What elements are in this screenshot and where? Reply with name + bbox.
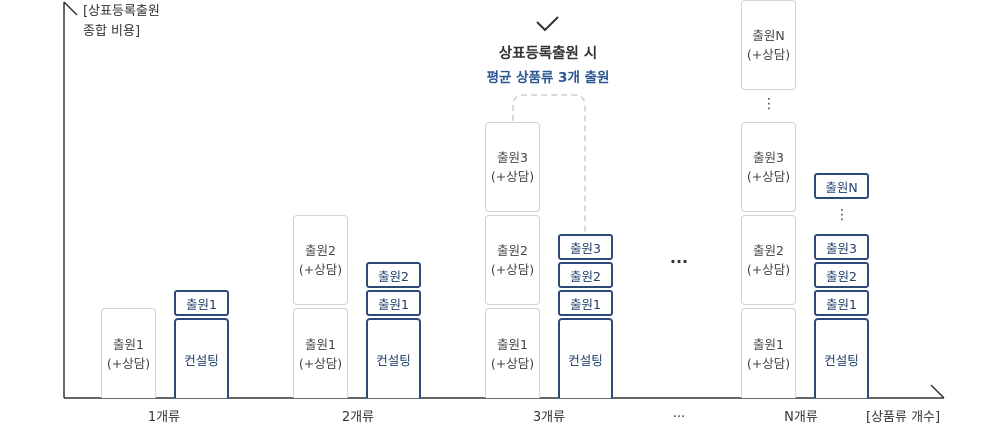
callout-title: 상표등록출원 시 bbox=[498, 46, 598, 62]
filing-box-label: 출원1 bbox=[113, 336, 144, 352]
consulting-label: 컨설팅 bbox=[376, 352, 411, 368]
filing-box-suffix: (+상담) bbox=[746, 47, 791, 62]
filing-box-1-coln: 출원1 (+상담) bbox=[741, 308, 796, 398]
y-axis-tip bbox=[63, 1, 78, 16]
filing-box-label: 출원2 bbox=[497, 243, 528, 258]
navy-filing-label: 출원3 bbox=[570, 240, 601, 256]
navy-filing-label: 출원2 bbox=[826, 268, 857, 284]
filing-box-1-col2: 출원1 (+상담) bbox=[293, 308, 348, 398]
consulting-box-coln: 컨설팅 bbox=[814, 318, 869, 398]
filing-box-2-col2: 출원2 (+상담) bbox=[293, 215, 348, 305]
filing-box-label: 출원1 bbox=[305, 336, 336, 352]
x-label-n: N개류 bbox=[784, 410, 818, 425]
consulting-box-col3: 컨설팅 bbox=[558, 318, 613, 398]
navy-filing-3-col3: 출원3 bbox=[558, 234, 613, 260]
filing-box-suffix: (+상담) bbox=[490, 355, 535, 371]
navy-filing-label: 출원1 bbox=[186, 296, 217, 312]
filing-box-label: 출원1 bbox=[753, 336, 784, 352]
navy-filing-1-coln: 출원1 bbox=[814, 290, 869, 316]
navy-filing-2-coln: 출원2 bbox=[814, 262, 869, 288]
filing-box-1-col3: 출원1 (+상담) bbox=[485, 308, 540, 398]
filing-box-suffix: (+상담) bbox=[746, 262, 791, 277]
filing-box-label: 출원2 bbox=[753, 243, 784, 258]
navy-filing-label: 출원1 bbox=[378, 296, 409, 312]
y-axis-label: [상표등록출원 종합 비용] bbox=[83, 2, 160, 42]
vertical-dots-navy: ⋮ bbox=[835, 207, 849, 223]
checkmark-icon bbox=[536, 16, 559, 32]
y-axis-label-line1: [상표등록출원 bbox=[83, 4, 160, 19]
middle-ellipsis: ... bbox=[669, 248, 689, 267]
filing-box-label: 출원1 bbox=[497, 336, 528, 352]
consulting-label: 컨설팅 bbox=[824, 352, 859, 368]
navy-filing-label: 출원2 bbox=[570, 268, 601, 284]
filing-box-suffix: (+상담) bbox=[490, 169, 535, 184]
filing-box-suffix: (+상담) bbox=[746, 355, 791, 371]
filing-box-2-coln: 출원2 (+상담) bbox=[741, 215, 796, 305]
x-axis-label: [상품류 개수] bbox=[866, 410, 941, 425]
consulting-box-col1: 컨설팅 bbox=[174, 318, 229, 398]
navy-filing-label: 출원2 bbox=[378, 268, 409, 284]
consulting-label: 컨설팅 bbox=[184, 352, 219, 368]
navy-filing-3-coln: 출원3 bbox=[814, 234, 869, 260]
filing-box-label: 출원3 bbox=[497, 150, 528, 165]
filing-box-suffix: (+상담) bbox=[746, 169, 791, 184]
filing-box-n-coln: 출원N (+상담) bbox=[741, 0, 796, 90]
navy-filing-label: 출원1 bbox=[826, 296, 857, 312]
filing-box-1-col1: 출원1 (+상담) bbox=[101, 308, 156, 398]
filing-box-suffix: (+상담) bbox=[298, 355, 343, 371]
filing-box-label: 출원3 bbox=[753, 150, 784, 165]
filing-box-label: 출원N bbox=[752, 28, 785, 43]
filing-box-suffix: (+상담) bbox=[298, 262, 343, 277]
x-axis-tip bbox=[930, 384, 945, 399]
filing-box-label: 출원2 bbox=[305, 243, 336, 258]
navy-filing-label: 출원N bbox=[825, 179, 858, 195]
navy-filing-1-col2: 출원1 bbox=[366, 290, 421, 316]
consulting-box-col2: 컨설팅 bbox=[366, 318, 421, 398]
navy-filing-n-coln: 출원N bbox=[814, 173, 869, 199]
vertical-dots-grey: ⋮ bbox=[762, 96, 776, 112]
filing-box-3-col3: 출원3 (+상담) bbox=[485, 122, 540, 212]
consulting-label: 컨설팅 bbox=[568, 352, 603, 368]
x-label-1: 1개류 bbox=[147, 410, 181, 425]
navy-filing-label: 출원3 bbox=[826, 240, 857, 256]
navy-filing-1-col3: 출원1 bbox=[558, 290, 613, 316]
navy-filing-2-col2: 출원2 bbox=[366, 262, 421, 288]
filing-box-2-col3: 출원2 (+상담) bbox=[485, 215, 540, 305]
filing-box-suffix: (+상담) bbox=[106, 355, 151, 371]
callout-subtitle: 평균 상품류 3개 출원 bbox=[486, 70, 610, 86]
x-label-ellipsis: ... bbox=[672, 406, 686, 421]
filing-box-3-coln: 출원3 (+상담) bbox=[741, 122, 796, 212]
x-label-3: 3개류 bbox=[532, 410, 566, 425]
y-axis-label-line2: 종합 비용] bbox=[83, 24, 141, 39]
navy-filing-2-col3: 출원2 bbox=[558, 262, 613, 288]
navy-filing-label: 출원1 bbox=[570, 296, 601, 312]
x-label-2: 2개류 bbox=[341, 410, 375, 425]
filing-box-suffix: (+상담) bbox=[490, 262, 535, 277]
navy-filing-1-col1: 출원1 bbox=[174, 290, 229, 316]
